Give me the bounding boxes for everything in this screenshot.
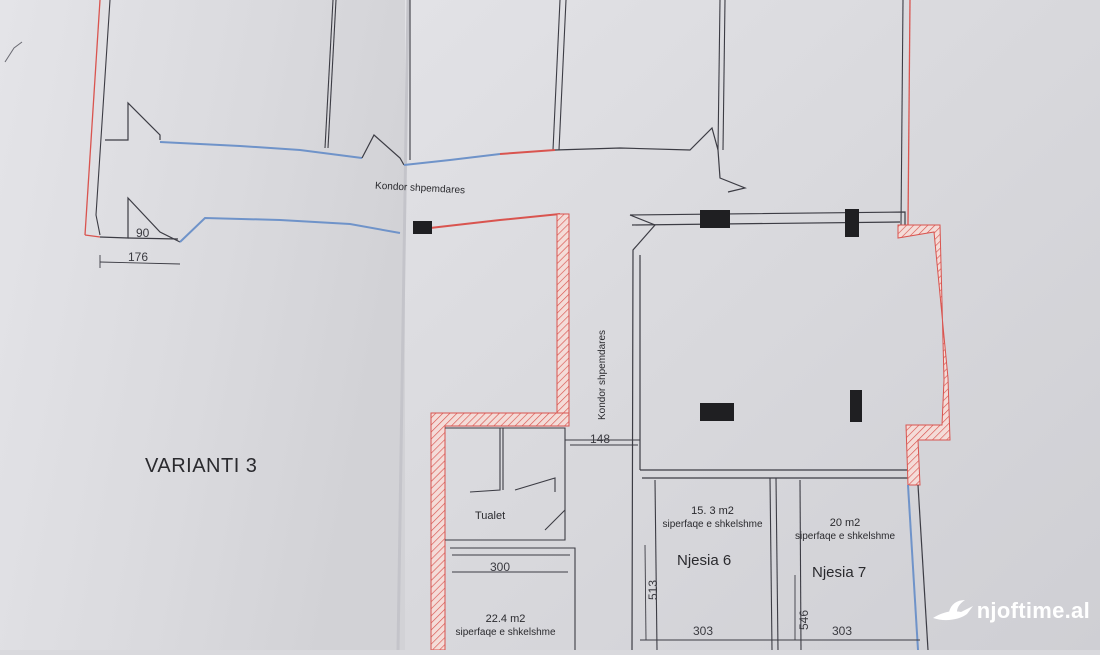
dim-513: 513 [646, 579, 660, 600]
dim-148: 148 [590, 432, 611, 446]
column-corridor [413, 221, 432, 234]
watermark: njoftime.al [931, 598, 1090, 624]
unit-area-224: 22.4 m2 siperfaqe e shkelshme [448, 613, 563, 639]
toilet-label: Tualet [475, 510, 506, 522]
paper-fold [396, 0, 410, 651]
dim-176: 176 [128, 250, 149, 264]
unit-7-area-note: siperfaqe e shkelshme [794, 531, 896, 542]
corridor-label-side: Kondor shpemdares [597, 329, 608, 420]
watermark-text: njoftime.al [976, 598, 1090, 623]
column-2 [845, 209, 859, 237]
bird-logo-icon [932, 600, 973, 621]
toilet-walls [445, 427, 640, 650]
dim-303-a: 303 [693, 624, 714, 638]
dim-303-b: 303 [832, 624, 853, 638]
hatched-wall-right [897, 224, 951, 486]
unit-7-name: Njesia 7 [812, 564, 867, 581]
unit-6-area-note: siperfaqe e shkelshme [662, 519, 763, 530]
exterior-wall-right-lower [907, 484, 929, 651]
variant-title: VARIANTI 3 [145, 455, 258, 477]
pen-mark [4, 41, 23, 63]
unit-7-area-value: 20 m2 [829, 517, 861, 529]
column-4 [850, 390, 862, 422]
corridor-wall-upper [105, 101, 747, 193]
corridor-wall-lower [99, 196, 561, 243]
column-1 [700, 210, 730, 228]
unit-6-area-value: 15. 3 m2 [691, 505, 734, 517]
exterior-wall-top-right [907, 0, 911, 226]
hatched-wall-center [430, 213, 570, 651]
column-3 [700, 403, 734, 421]
dimension-lines [99, 255, 796, 641]
top-room-walls [324, 0, 904, 226]
unit-6-area: 15. 3 m2 siperfaqe e shkelshme [655, 505, 770, 531]
paper-left [0, 0, 410, 650]
unit-224-area-value: 22.4 m2 [485, 613, 526, 625]
unit-walls [640, 477, 920, 651]
unit-7-area: 20 m2 siperfaqe e shkelshme [780, 517, 910, 543]
dim-546: 546 [797, 609, 811, 630]
exterior-wall-left [84, 0, 111, 238]
dim-90: 90 [136, 226, 150, 240]
unit-224-area-note: siperfaqe e shkelshme [455, 627, 556, 638]
paper-right [405, 0, 1100, 650]
unit-6-name: Njesia 6 [677, 552, 732, 569]
dim-300: 300 [490, 560, 511, 574]
